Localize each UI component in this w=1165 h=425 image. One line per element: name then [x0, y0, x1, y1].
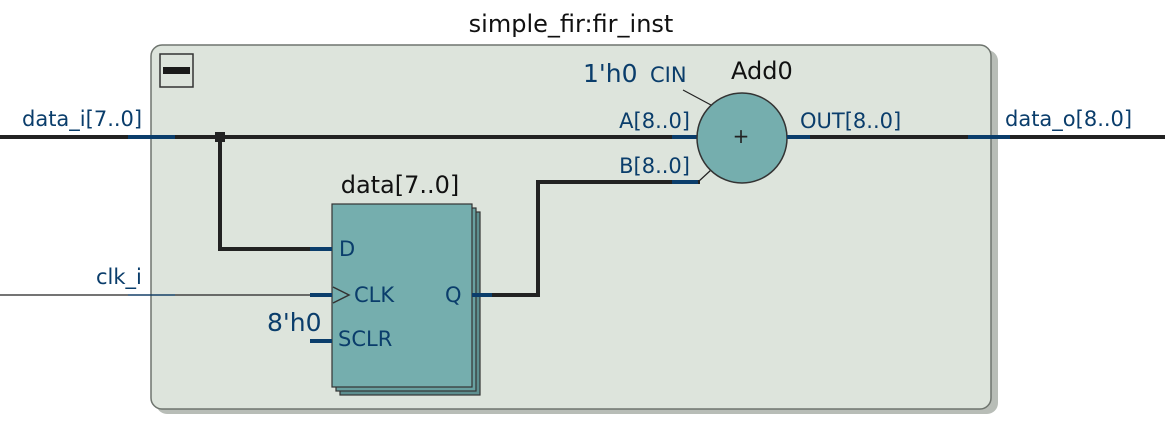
- clock-triangle-icon: [332, 286, 351, 304]
- adder-symbol: +: [733, 124, 750, 148]
- adder-b-lead: [697, 169, 712, 183]
- clk-i-label: clk_i: [96, 265, 142, 290]
- collapse-button[interactable]: [159, 53, 194, 88]
- register-port-sclr: SCLR: [338, 327, 392, 351]
- adder-port-b: B[8..0]: [619, 154, 690, 178]
- module-title: simple_fir:fir_inst: [469, 10, 674, 38]
- data-o-label: data_o[8..0]: [1005, 107, 1132, 132]
- adder-name: Add0: [731, 57, 793, 85]
- adder-port-out: OUT[8..0]: [800, 109, 901, 133]
- register-name: data[7..0]: [341, 171, 460, 199]
- cin-constant: 1'h0: [583, 59, 638, 88]
- register-data[interactable]: [331, 203, 481, 396]
- data-i-net[interactable]: [0, 132, 700, 251]
- module-box[interactable]: [150, 44, 992, 410]
- register-port-q: Q: [445, 283, 462, 307]
- data-i-label: data_i[7..0]: [22, 107, 142, 132]
- register-port-d: D: [339, 237, 355, 261]
- q-to-b-net[interactable]: [472, 135, 700, 297]
- adder-port-a: A[8..0]: [619, 109, 690, 133]
- adder-cin-lead: [682, 89, 712, 106]
- adder-port-cin: CIN: [650, 63, 687, 87]
- sclr-constant: 8'h0: [267, 308, 322, 337]
- register-port-clk: CLK: [354, 283, 395, 307]
- minus-icon: [163, 67, 190, 74]
